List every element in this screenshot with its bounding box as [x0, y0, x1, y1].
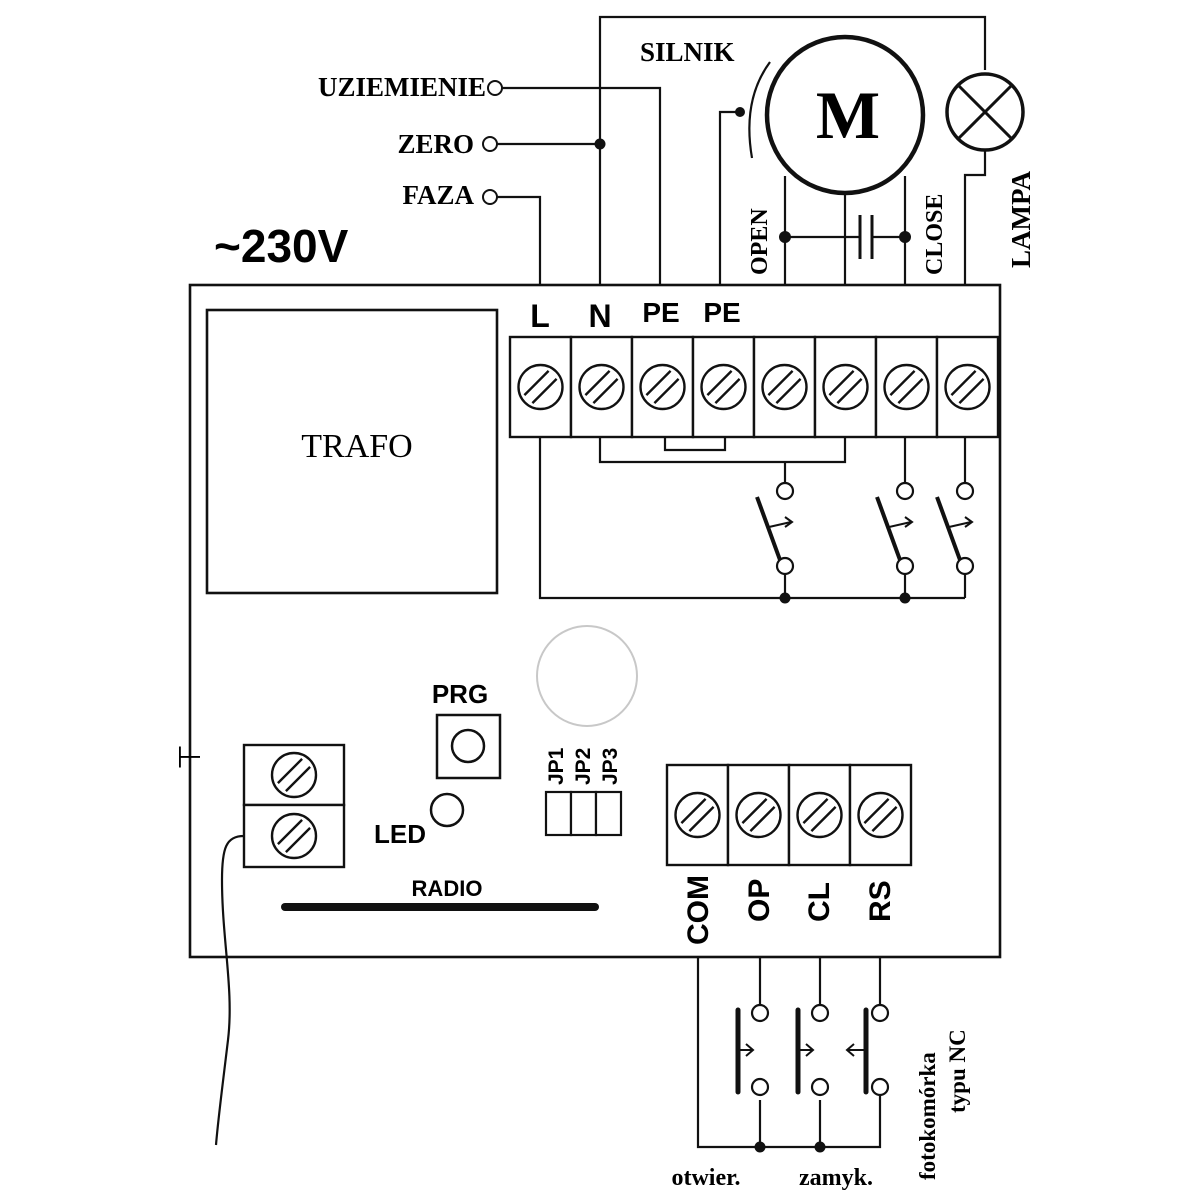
- photocell-label-line2: typu NC: [945, 1029, 970, 1113]
- screw-icon: [674, 791, 721, 839]
- open-input-label: otwier.: [671, 1165, 740, 1191]
- jumper-jp1[interactable]: [544, 790, 573, 837]
- lamp-wire: [963, 150, 987, 285]
- control-label-op: OP: [743, 879, 776, 922]
- phase-label: FAZA: [403, 180, 475, 210]
- screw-icon: [578, 363, 625, 411]
- power-terminal-block: [508, 335, 1000, 439]
- relay-contact: [755, 481, 795, 576]
- control-terminal-block: [665, 763, 913, 867]
- transformer: [205, 308, 499, 595]
- open-winding-node: [779, 231, 791, 243]
- terminal-com[interactable]: [665, 763, 730, 867]
- program-button[interactable]: [435, 713, 502, 780]
- screw-icon: [822, 363, 869, 411]
- screw-icon: [857, 791, 904, 839]
- screw-icon: [796, 791, 843, 839]
- motor-wires: [718, 107, 911, 285]
- lamp-label: LAMPA: [1006, 171, 1036, 268]
- screw-icon: [883, 363, 930, 411]
- control-label-rs: RS: [864, 880, 897, 922]
- mains-wires: [497, 15, 987, 285]
- neutral-label: ZERO: [397, 129, 474, 159]
- terminal-pe-2[interactable]: [691, 335, 756, 439]
- relay-switches: [755, 481, 975, 576]
- lamp-symbol: [945, 72, 1025, 152]
- led-label: LED: [374, 819, 426, 849]
- motor-letter: M: [816, 77, 880, 153]
- screw-icon: [735, 791, 782, 839]
- open-winding-label: OPEN: [747, 208, 773, 275]
- screw-icon: [700, 363, 747, 411]
- terminal-cl[interactable]: [787, 763, 852, 867]
- ground-label: UZIEMIENIE: [318, 72, 486, 102]
- photocell-label-line1: fotokomórka: [915, 1052, 940, 1180]
- close-winding-node: [899, 231, 911, 243]
- screw-icon: [270, 751, 318, 799]
- antenna-terminal-signal[interactable]: [242, 803, 346, 869]
- motor-title: SILNIK: [640, 37, 735, 67]
- voltage-label: ~230V: [214, 220, 349, 272]
- jumper-block: [544, 790, 623, 837]
- relay-contact: [935, 481, 975, 576]
- open-button-contact: [735, 1003, 770, 1097]
- relay-wiring: [538, 437, 967, 604]
- phase-input-terminal: [482, 189, 498, 205]
- screw-icon: [639, 363, 686, 411]
- antenna-terminal-block: [242, 743, 346, 869]
- photocell-contact: [845, 1003, 890, 1097]
- terminal-label-l: L: [530, 298, 550, 334]
- terminal-lamp[interactable]: [935, 335, 1000, 439]
- jumper-jp3[interactable]: [594, 790, 623, 837]
- terminal-label-pe-1: PE: [642, 297, 679, 328]
- close-button-contact: [795, 1003, 830, 1097]
- terminal-motor-common[interactable]: [752, 335, 817, 439]
- terminal-label-n: N: [588, 298, 611, 334]
- neutral-junction: [594, 138, 606, 150]
- motor-title-pointer: [748, 61, 771, 159]
- run-capacitor: [858, 215, 874, 259]
- screw-icon: [761, 363, 808, 411]
- antenna-symbol: ⊤: [173, 744, 208, 770]
- antenna-wire: [214, 834, 245, 1146]
- external-switches: [735, 1003, 890, 1097]
- screw-icon: [944, 363, 991, 411]
- controller-board: [188, 283, 1002, 959]
- ground-input-terminal: [487, 80, 503, 96]
- screw-icon: [270, 812, 318, 860]
- external-input-wiring: [696, 957, 882, 1153]
- terminal-n[interactable]: [569, 335, 634, 439]
- relay-contact: [875, 481, 915, 576]
- jumper-label-3: JP3: [599, 748, 622, 785]
- screw-icon: [517, 363, 564, 411]
- terminal-pe-1[interactable]: [630, 335, 695, 439]
- terminal-motor-open[interactable]: [813, 335, 878, 439]
- status-led: [429, 792, 465, 828]
- jumper-jp2[interactable]: [569, 790, 598, 837]
- terminal-label-pe-2: PE: [703, 297, 740, 328]
- motor-symbol: M: [764, 34, 926, 196]
- antenna-terminal-shield[interactable]: [242, 743, 346, 807]
- radio-label: RADIO: [412, 876, 483, 901]
- radio-module-circle: [536, 625, 638, 727]
- program-button-label: PRG: [432, 679, 488, 709]
- terminal-rs[interactable]: [848, 763, 913, 867]
- control-label-cl: CL: [803, 882, 836, 922]
- close-winding-label: CLOSE: [922, 194, 948, 275]
- jumper-label-2: JP2: [572, 748, 595, 785]
- transformer-label: TRAFO: [301, 428, 412, 465]
- jumper-label-1: JP1: [545, 747, 568, 785]
- neutral-input-terminal: [482, 136, 498, 152]
- control-label-com: COM: [682, 875, 715, 945]
- close-input-label: zamyk.: [799, 1165, 873, 1191]
- terminal-motor-close[interactable]: [874, 335, 939, 439]
- terminal-l[interactable]: [508, 335, 573, 439]
- terminal-op[interactable]: [726, 763, 791, 867]
